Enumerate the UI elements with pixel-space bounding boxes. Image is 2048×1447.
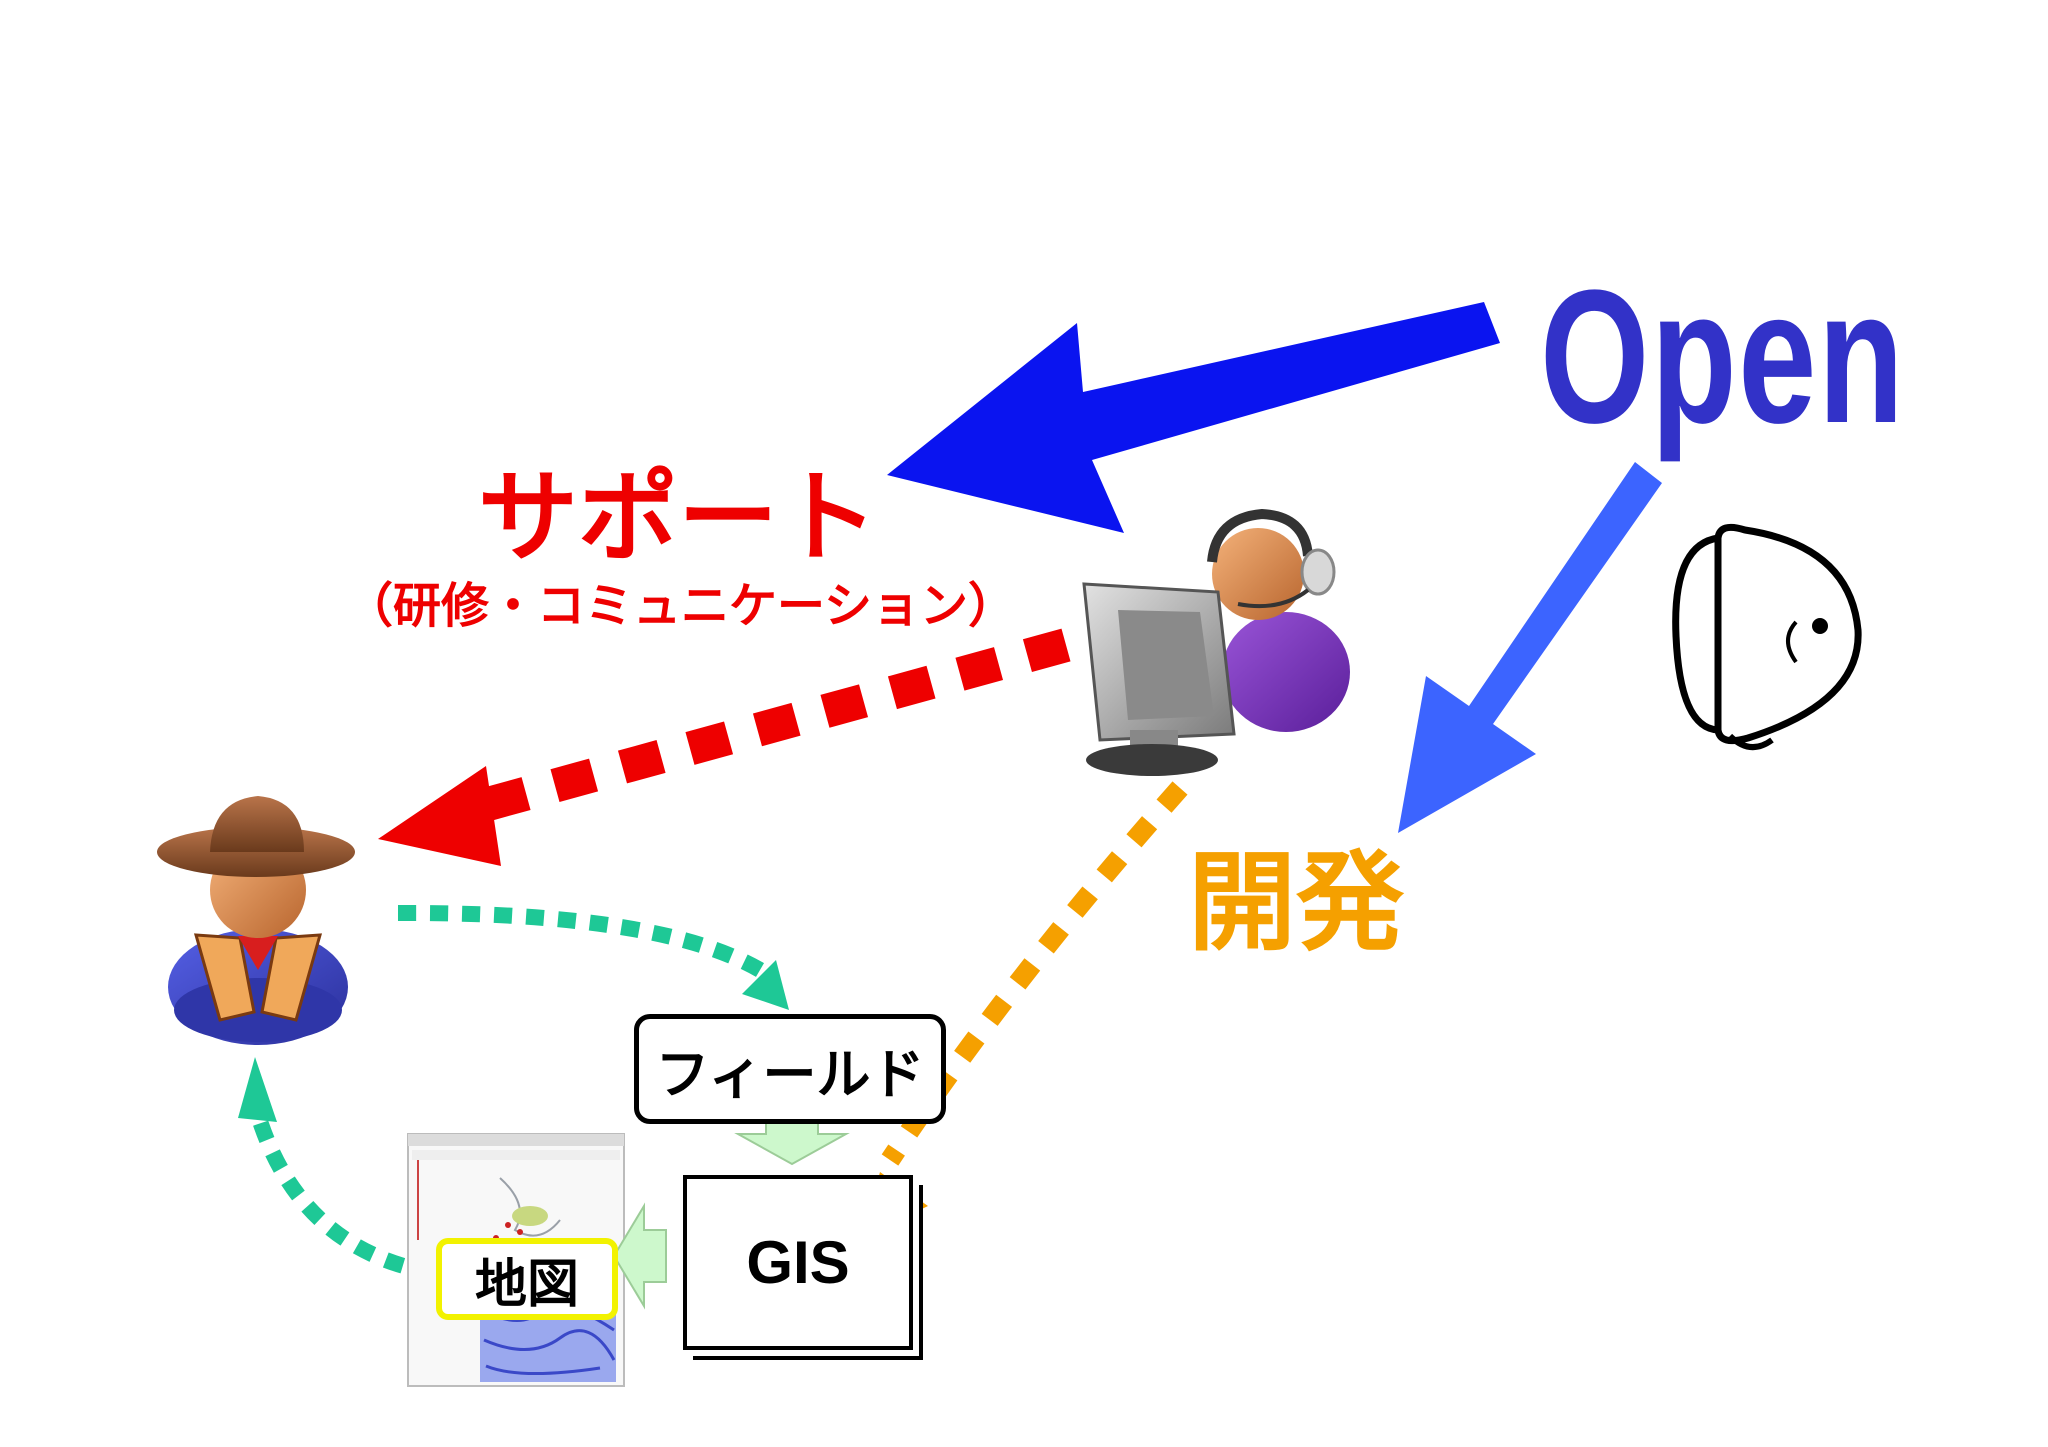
field-box-label: フィールド [655, 1042, 925, 1106]
support-dashed-arrow [378, 628, 1071, 866]
gis-box: GIS [683, 1175, 913, 1350]
field-box: フィールド [634, 1014, 946, 1124]
support-arrow [887, 302, 1500, 533]
cowboy-user-icon [157, 796, 355, 1045]
support-label: サポート [478, 459, 878, 576]
support-subtitle: （研修・コミュニケーション） [345, 578, 1017, 634]
map-box-label: 地図 [474, 1254, 579, 1315]
development-dashed-arrow [862, 781, 1188, 1238]
map-box: 地図 [436, 1238, 618, 1320]
development-arrow [1398, 462, 1662, 833]
gis-box-label: GIS [746, 1229, 850, 1296]
development-label: 開発 [1188, 841, 1405, 966]
gis-to-map-arrow [612, 1202, 667, 1310]
developer-face-icon [1672, 523, 1862, 750]
headset-operator-icon [1082, 508, 1350, 776]
open-title: Open [1540, 251, 1906, 463]
map-feedback-arrow [238, 1057, 436, 1281]
field-work-arrow [397, 904, 789, 1010]
